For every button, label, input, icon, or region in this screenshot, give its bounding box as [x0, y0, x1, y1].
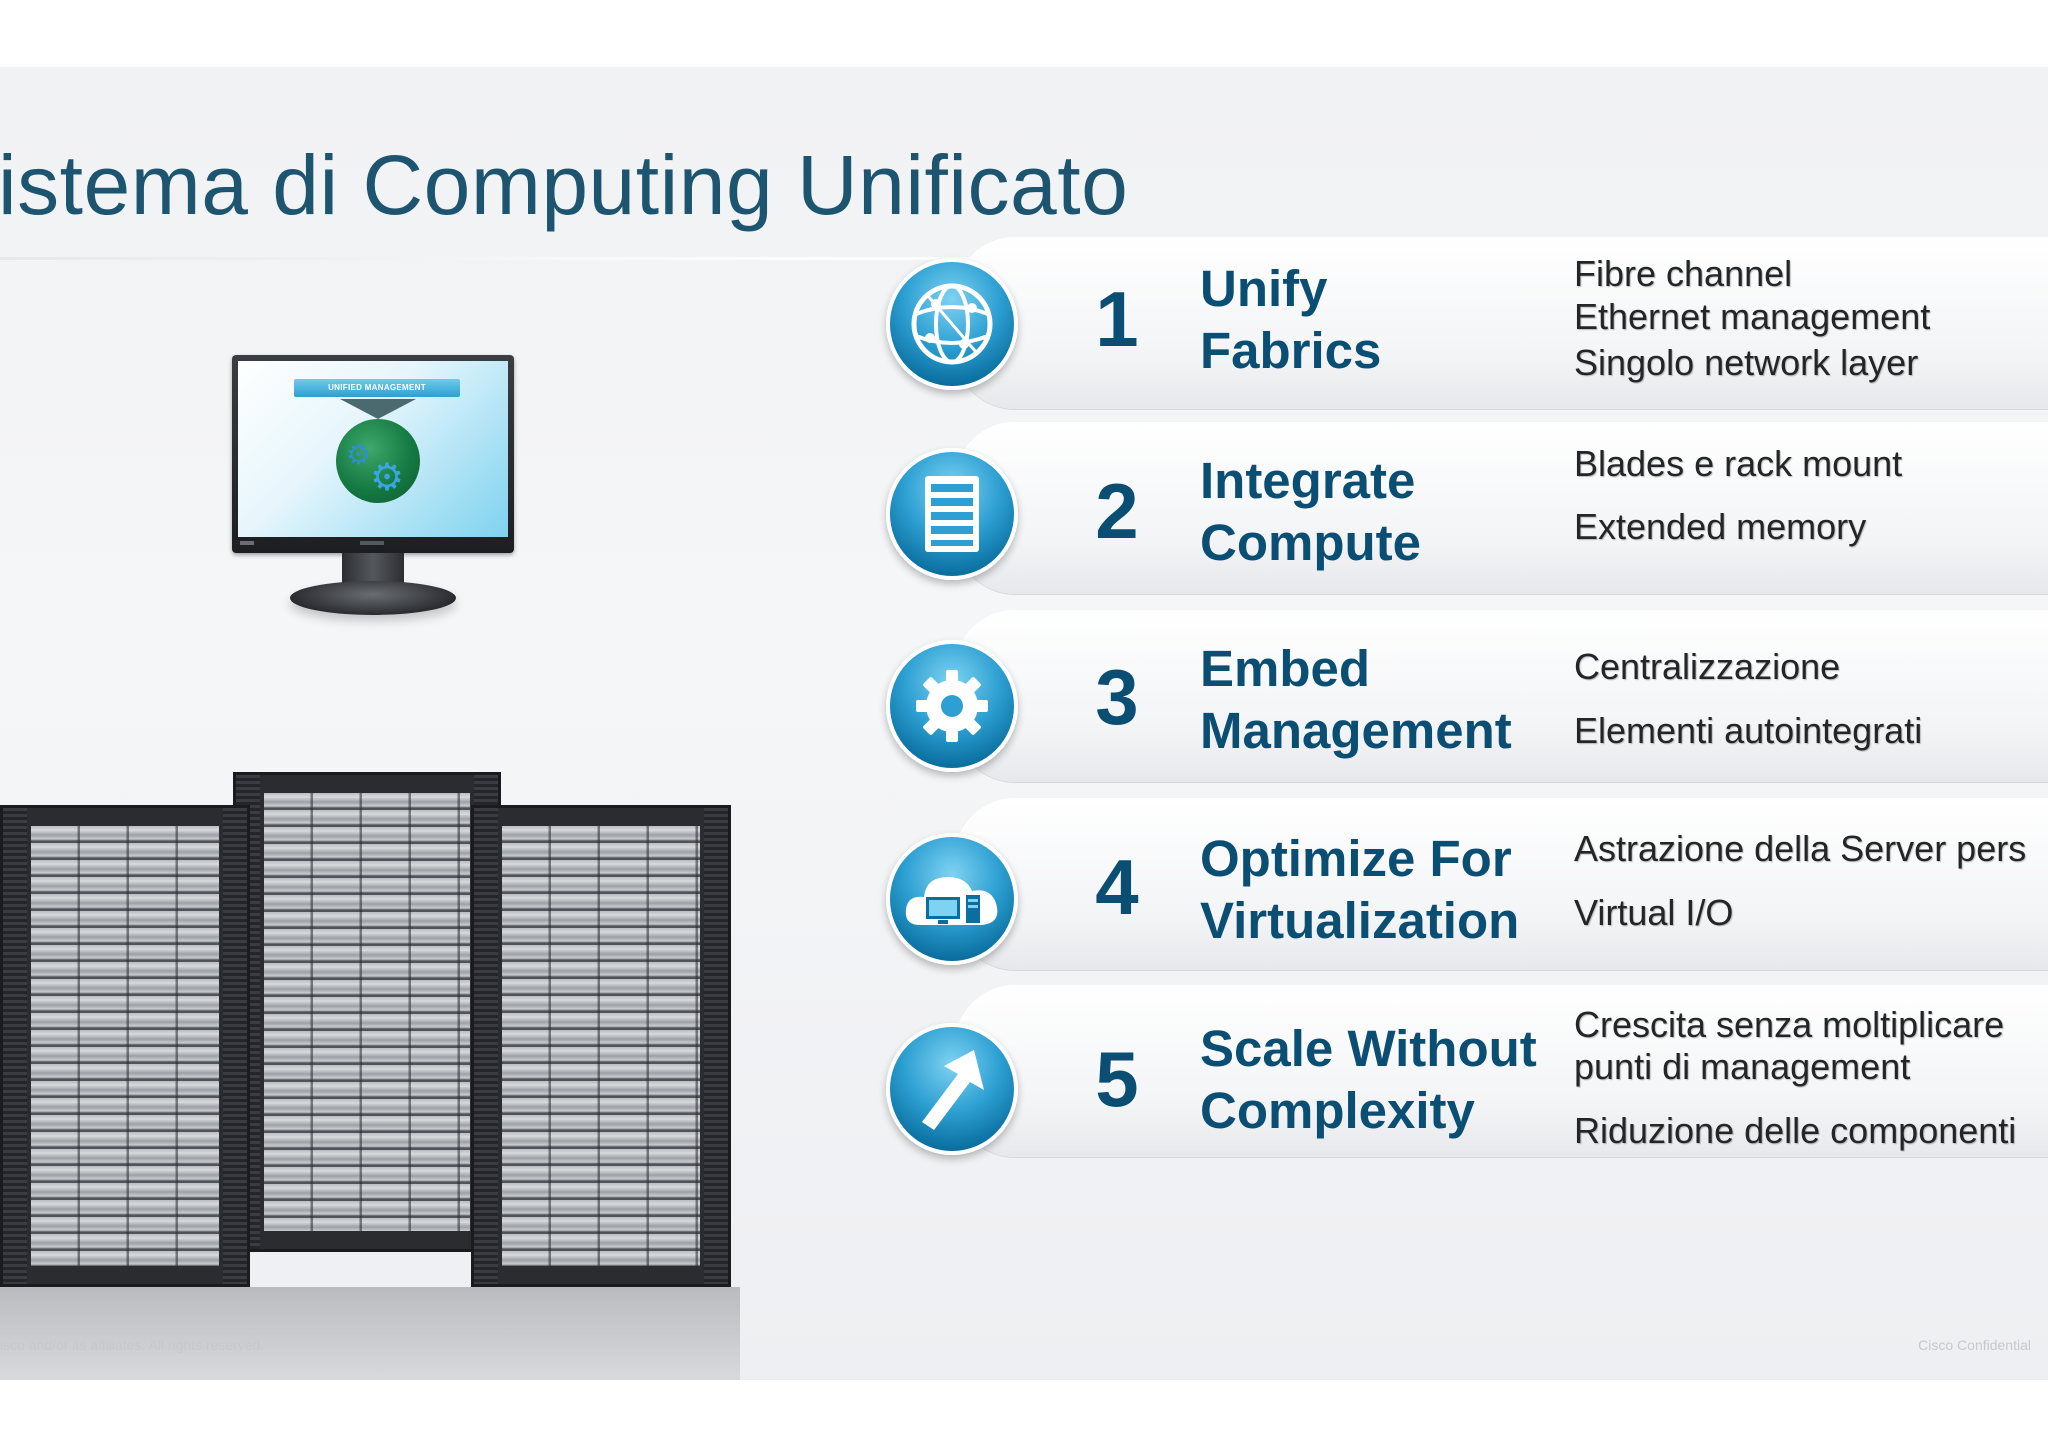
copyright-footer: isco and/or its affiliates. All rights r… — [0, 1337, 265, 1353]
globe-network-icon — [886, 258, 1018, 390]
gear-icon: ⚙ — [346, 439, 372, 470]
heading-line: Complexity — [1200, 1082, 1475, 1139]
heading-line: Optimize For — [1200, 830, 1512, 887]
bezel-badge — [240, 541, 254, 545]
feature-detail: Ethernet management — [1574, 296, 1931, 337]
feature-detail: Riduzione delle componenti — [1574, 1110, 2017, 1151]
feature-detail: Astrazione della Server pers — [1574, 828, 2027, 869]
monitor-base — [290, 581, 456, 615]
feature-detail: Extended memory — [1574, 506, 1867, 547]
feature-number: 2 — [1095, 467, 1139, 555]
feature-detail: Centralizzazione — [1574, 646, 1841, 687]
confidential-footer: Cisco Confidential — [1918, 1337, 2031, 1353]
feature-heading: Integrate Compute — [1200, 450, 1421, 574]
feature-heading: Scale Without Complexity — [1200, 1018, 1537, 1142]
feature-row-3 — [955, 610, 2048, 782]
rack-reflection — [0, 1287, 740, 1380]
feature-row-4 — [955, 798, 2048, 970]
funnel-icon — [340, 399, 416, 419]
server-rack — [0, 805, 250, 1287]
feature-detail: Blades e rack mount — [1574, 443, 1903, 484]
server-rack — [471, 805, 731, 1287]
feature-detail: Virtual I/O — [1574, 892, 1734, 933]
unified-management-banner: UNIFIED MANAGEMENT — [294, 379, 460, 397]
gear-icon — [886, 640, 1018, 772]
slide-title: istema di Computing Unificato — [0, 138, 1129, 232]
cloud-computer-icon — [886, 833, 1018, 965]
gear-icon: ⚙ — [370, 457, 405, 499]
heading-line: Compute — [1200, 514, 1421, 571]
server-icon — [886, 448, 1018, 580]
feature-detail: Singolo network layer — [1574, 342, 1919, 383]
feature-row-2 — [955, 422, 2048, 594]
feature-row-5 — [955, 985, 2048, 1157]
feature-detail: Crescita senza moltiplicare — [1574, 1004, 2005, 1045]
server-racks-illustration — [0, 702, 740, 1380]
feature-row-1 — [955, 237, 2048, 409]
heading-line: Fabrics — [1200, 322, 1382, 379]
feature-number: 5 — [1095, 1035, 1139, 1123]
monitor-frame: UNIFIED MANAGEMENT ⚙ ⚙ — [232, 355, 514, 553]
heading-line: Virtualization — [1200, 892, 1520, 949]
feature-number: 3 — [1095, 653, 1139, 741]
heading-line: Scale Without — [1200, 1020, 1537, 1077]
feature-heading: Optimize For Virtualization — [1200, 828, 1519, 952]
feature-detail: punti di management — [1574, 1046, 1911, 1087]
monitor-illustration: UNIFIED MANAGEMENT ⚙ ⚙ — [232, 355, 514, 625]
feature-heading: Embed Management — [1200, 638, 1512, 762]
heading-line: Embed — [1200, 640, 1371, 697]
heading-line: Unify — [1200, 260, 1328, 317]
arrow-up-icon — [886, 1023, 1018, 1155]
feature-number: 1 — [1095, 275, 1139, 363]
monitor-screen: UNIFIED MANAGEMENT ⚙ ⚙ — [238, 361, 508, 537]
heading-line: Management — [1200, 702, 1512, 759]
feature-heading: Unify Fabrics — [1200, 258, 1381, 382]
feature-detail: Fibre channel — [1574, 253, 1793, 294]
feature-detail: Elementi autointegrati — [1574, 710, 1923, 751]
server-rack — [233, 772, 501, 1252]
bezel-logo — [360, 541, 384, 545]
globe-icon — [336, 419, 420, 503]
feature-number: 4 — [1095, 843, 1139, 931]
heading-line: Integrate — [1200, 452, 1416, 509]
